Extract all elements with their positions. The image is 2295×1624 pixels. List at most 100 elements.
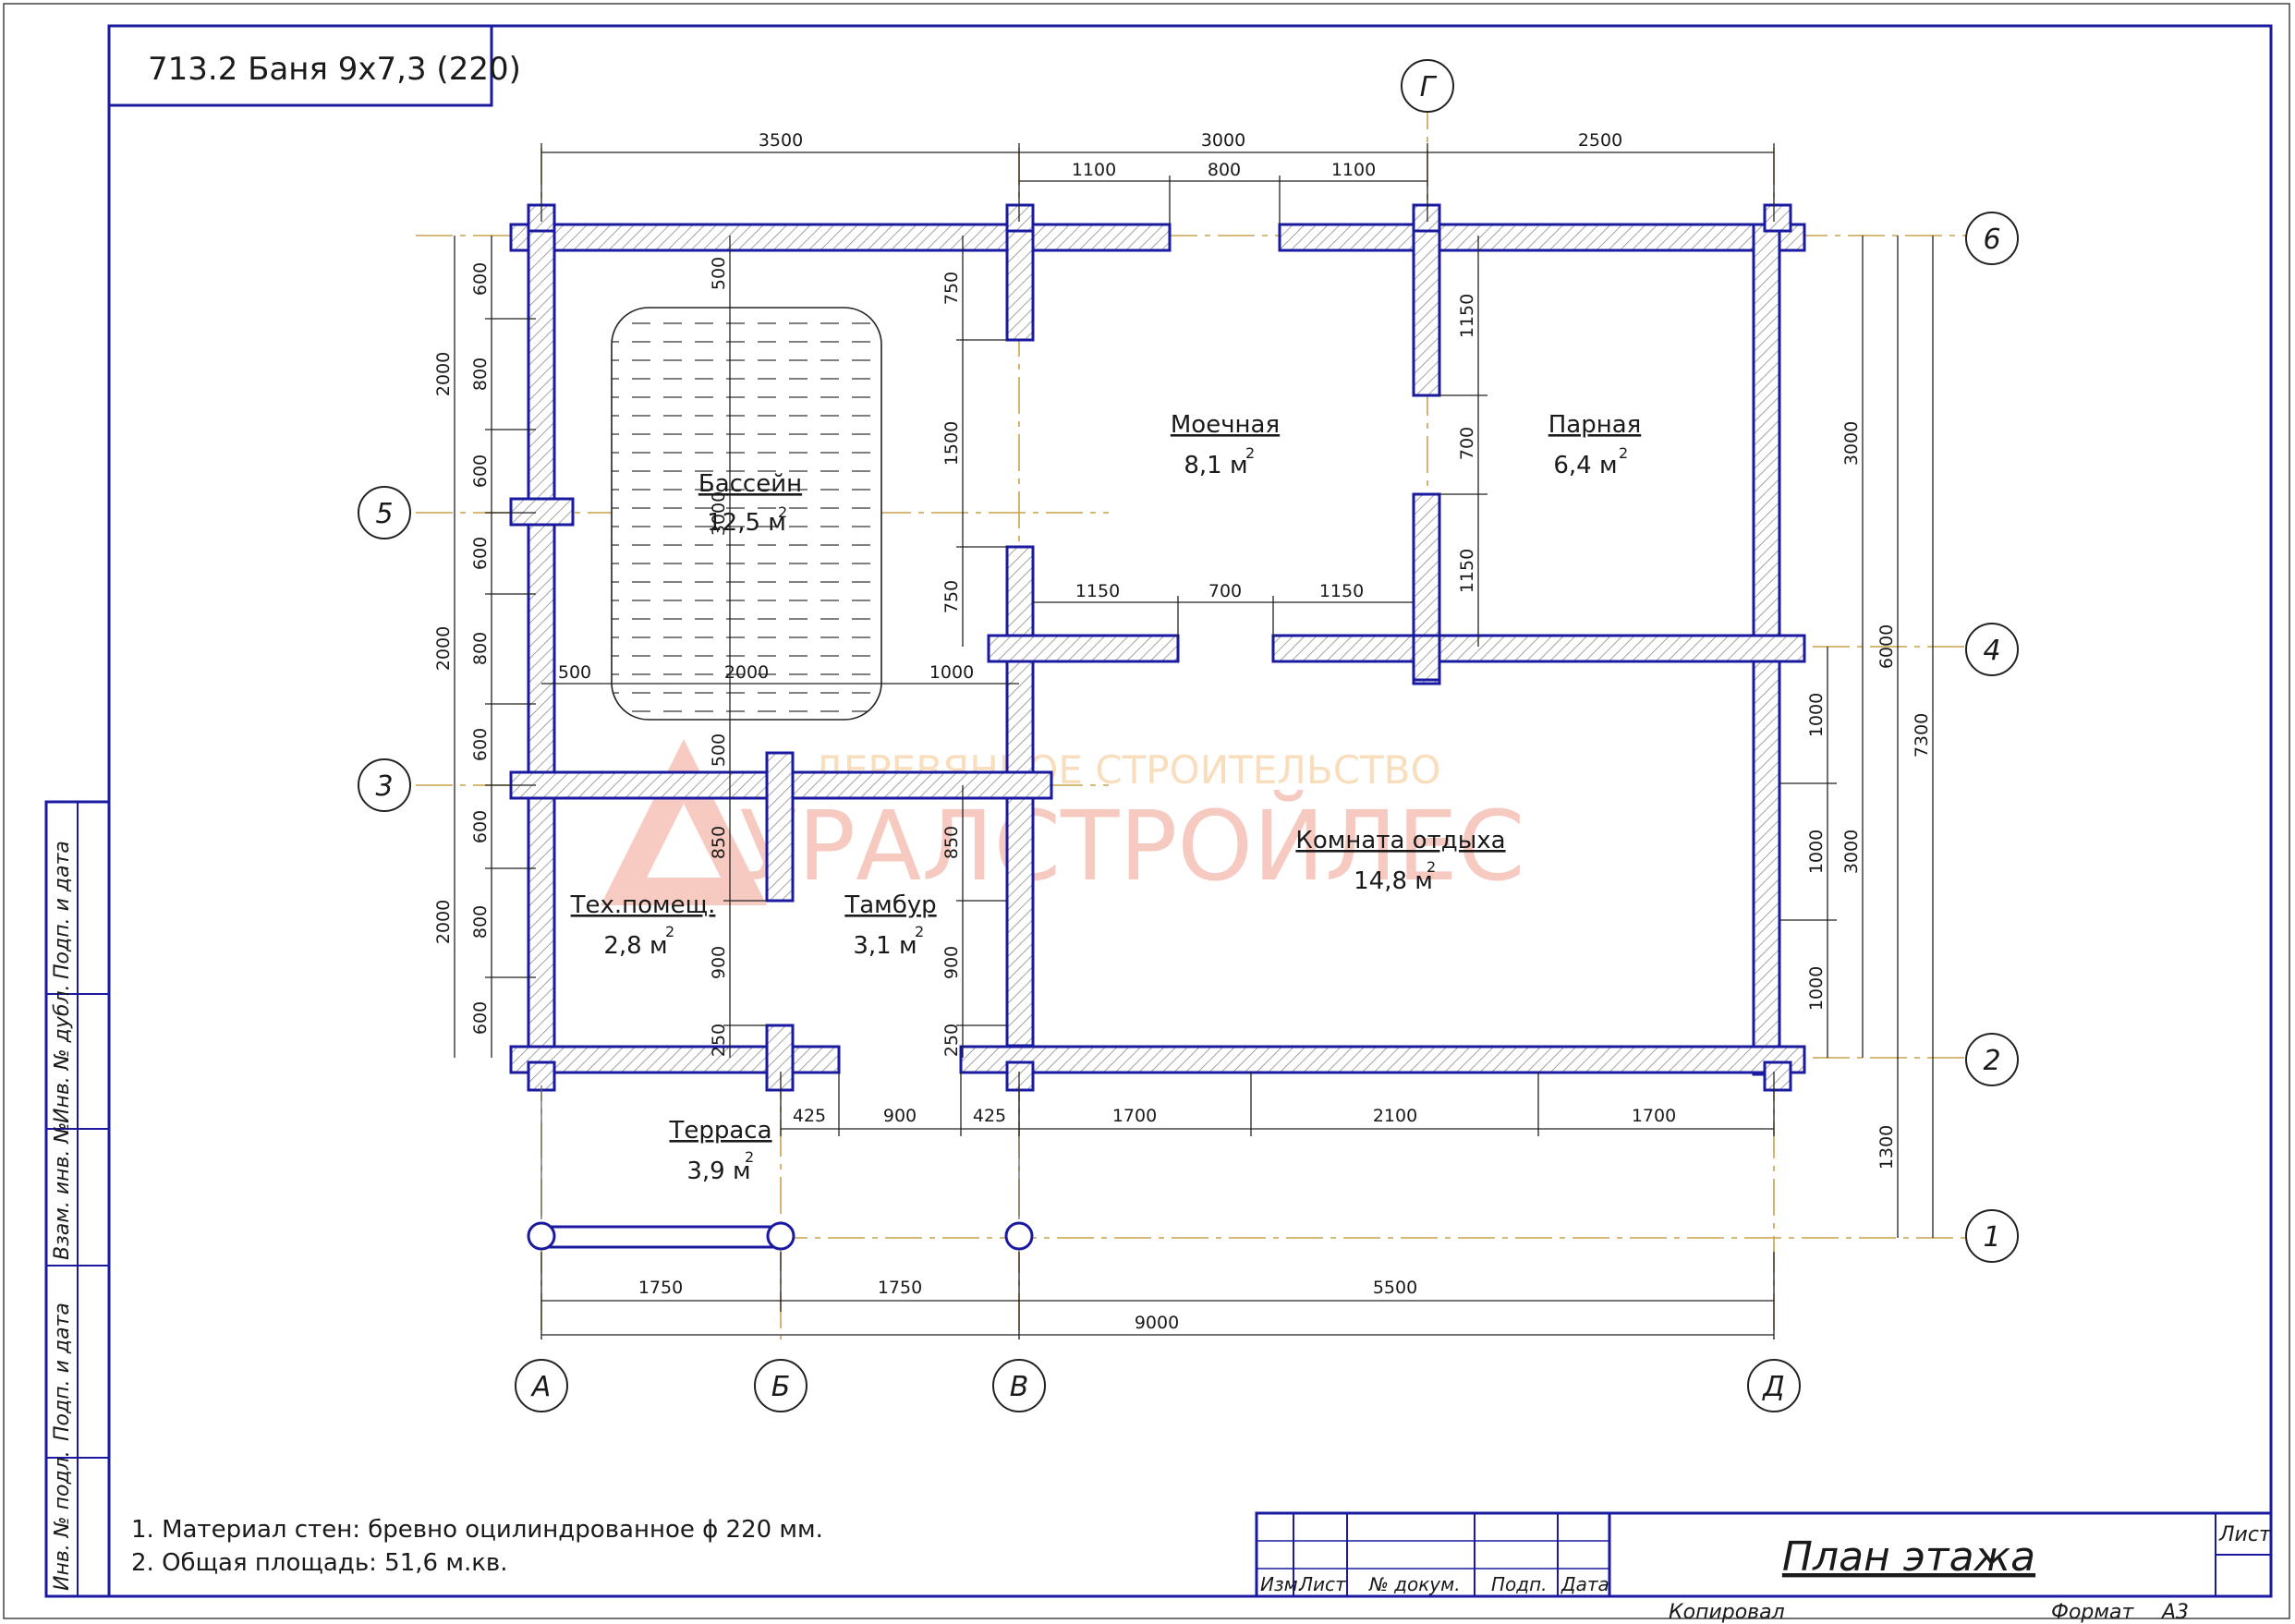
dim-label: 9000 bbox=[1135, 1313, 1179, 1333]
dim-label: 500 bbox=[558, 662, 591, 683]
room-area-wash: 8,1 м bbox=[1184, 452, 1247, 479]
room-area-pool: 12,5 м bbox=[707, 509, 786, 537]
terrace-post bbox=[766, 1221, 795, 1251]
dim-label: 1000 bbox=[1806, 830, 1827, 874]
axis-bubble bbox=[992, 1359, 1046, 1412]
dim-label: 1300 bbox=[1876, 1125, 1897, 1170]
room-area-rest: 14,8 м bbox=[1354, 867, 1433, 895]
sheet-title: План этажа bbox=[1782, 1533, 2035, 1581]
dim-label: 900 bbox=[709, 946, 729, 979]
room-name-wash: Моечная bbox=[1171, 411, 1280, 439]
dim-label: 3000 bbox=[709, 491, 729, 536]
dim-label: 1150 bbox=[1457, 549, 1477, 593]
dim-label: 800 bbox=[470, 632, 491, 665]
axis-label: Г bbox=[1420, 71, 1438, 103]
room-name-terrace: Терраса bbox=[668, 1117, 771, 1145]
axis-bubble bbox=[358, 486, 411, 539]
axis-bubble bbox=[1965, 212, 2019, 265]
dim-label: 2100 bbox=[1373, 1106, 1417, 1126]
stamp-col-label: № докум. bbox=[1368, 1573, 1461, 1595]
side-stamp-label: Инв. № дубл. bbox=[51, 984, 74, 1123]
sq-superscript: 2 bbox=[745, 1148, 754, 1166]
watermark: ДЕРЕВЯННОЕ СТРОИТЕЛЬСТВО УРАЛСТРОЙЛЕС bbox=[601, 739, 1524, 905]
dim-label: 250 bbox=[709, 1024, 729, 1057]
pool-basin bbox=[611, 307, 882, 721]
axis-label: А bbox=[530, 1371, 552, 1403]
dim-label: 1100 bbox=[1072, 160, 1116, 180]
dimensions: 3500 3000 2500 1100 800 1100 1150 700 11… bbox=[433, 130, 1934, 1339]
axis-bubble bbox=[1965, 623, 2019, 676]
walls bbox=[509, 203, 1806, 1092]
dim-label: 2000 bbox=[433, 352, 454, 396]
dim-label: 1150 bbox=[1457, 294, 1477, 338]
stamp-col-label: Дата bbox=[1560, 1573, 1609, 1595]
dim-label: 850 bbox=[941, 826, 962, 859]
dim-label: 1000 bbox=[1806, 966, 1827, 1011]
dim-label: 750 bbox=[941, 272, 962, 305]
dim-label: 800 bbox=[470, 905, 491, 939]
dim-label: 2000 bbox=[433, 626, 454, 671]
dim-label: 600 bbox=[470, 810, 491, 843]
axis-bubble bbox=[754, 1359, 808, 1412]
axis-label: 1 bbox=[1983, 1221, 2000, 1254]
dim-label: 3000 bbox=[1841, 830, 1862, 874]
title-box bbox=[107, 24, 493, 107]
dim-label: 5500 bbox=[1373, 1278, 1417, 1298]
axis-label: 3 bbox=[375, 770, 393, 803]
side-stamp: Подп. и дата Инв. № дубл. Взам. инв. № П… bbox=[44, 800, 111, 1598]
axis-label: В bbox=[1010, 1371, 1029, 1403]
dim-label: 425 bbox=[793, 1106, 826, 1126]
terrace-post bbox=[1004, 1221, 1034, 1251]
format-label: Формат bbox=[2051, 1601, 2134, 1624]
dim-label: 2000 bbox=[724, 662, 769, 683]
side-stamp-label: Инв. № подл. bbox=[51, 1450, 74, 1591]
dim-label: 700 bbox=[1457, 427, 1477, 460]
axis-label: 2 bbox=[1983, 1045, 2000, 1077]
copied-label: Копировал bbox=[1669, 1601, 1785, 1624]
dim-label: 500 bbox=[709, 257, 729, 290]
dim-label: 1750 bbox=[878, 1278, 922, 1298]
dim-label: 700 bbox=[1208, 581, 1242, 601]
sq-superscript: 2 bbox=[1427, 858, 1436, 876]
note-line: 2. Общая площадь: 51,6 м.кв. bbox=[131, 1549, 508, 1577]
room-area-terrace: 3,9 м bbox=[686, 1157, 750, 1185]
side-stamp-label: Подп. и дата bbox=[51, 841, 74, 979]
axis-label: 5 bbox=[375, 498, 393, 530]
dim-label: 3000 bbox=[1201, 130, 1245, 151]
side-stamp-label: Взам. инв. № bbox=[51, 1122, 74, 1260]
dim-label: 1700 bbox=[1112, 1106, 1157, 1126]
dim-label: 600 bbox=[470, 728, 491, 761]
sq-superscript: 2 bbox=[1245, 444, 1255, 462]
dim-label: 600 bbox=[470, 537, 491, 570]
terrace bbox=[527, 1085, 1034, 1251]
axis-bubble bbox=[358, 758, 411, 812]
room-name-tech: Тех.помещ. bbox=[570, 891, 716, 919]
sheet-border bbox=[3, 3, 2290, 1619]
dim-label: 7300 bbox=[1912, 713, 1932, 757]
watermark-main-text: УРАЛСТРОЙЛЕС bbox=[739, 790, 1524, 903]
axis-label: Б bbox=[771, 1371, 791, 1403]
axis-bubble bbox=[1965, 1209, 2019, 1263]
dim-label: 2500 bbox=[1578, 130, 1622, 151]
axis-bubble bbox=[1401, 59, 1454, 113]
axis-bubble bbox=[1747, 1359, 1801, 1412]
note-line: 1. Материал стен: бревно оцилиндрованное… bbox=[131, 1516, 823, 1544]
dim-label: 500 bbox=[709, 733, 729, 767]
axis-bubbles: Г 5 3 6 4 2 1 А Б В Д bbox=[358, 59, 2019, 1412]
dim-label: 250 bbox=[941, 1024, 962, 1057]
dim-label: 3500 bbox=[759, 130, 803, 151]
terrace-post bbox=[527, 1221, 556, 1251]
side-stamp-label: Подп. и дата bbox=[51, 1303, 74, 1441]
room-name-steam: Парная bbox=[1548, 411, 1642, 439]
sq-superscript: 2 bbox=[915, 923, 924, 940]
title-stamp: Изм. Лист № докум. Подп. Дата План этажа… bbox=[1255, 1511, 2273, 1624]
dim-label: 1100 bbox=[1331, 160, 1376, 180]
title-box-text: 713.2 Баня 9х7,3 (220) bbox=[148, 51, 521, 88]
axis-bubble bbox=[515, 1359, 568, 1412]
axis-bubble bbox=[1965, 1033, 2019, 1086]
left-inner-ticks bbox=[485, 318, 536, 978]
dim-label: 1000 bbox=[1806, 693, 1827, 737]
axis-label: Д bbox=[1761, 1371, 1784, 1403]
axis-label: 4 bbox=[1983, 635, 2000, 667]
